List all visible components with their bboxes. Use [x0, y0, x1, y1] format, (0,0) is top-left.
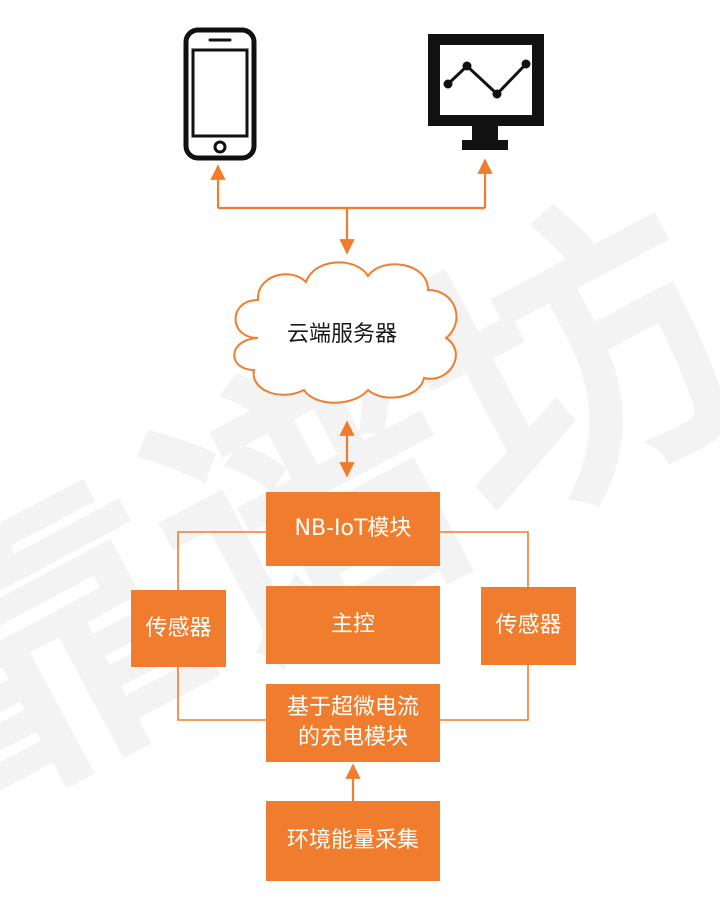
sensor-loop-connector — [177, 531, 529, 721]
main-control-label: 主控 — [330, 612, 375, 637]
cloud-icon — [233, 261, 458, 404]
energy-harvesting-label: 环境能量采集 — [286, 828, 419, 853]
charging-module-label-line2: 的充电模块 — [297, 725, 408, 750]
nb-iot-module-label: NB-IoT模块 — [294, 516, 412, 541]
charging-module-box: 基于超微电流 的充电模块 — [266, 684, 440, 762]
energy-harvesting-box: 环境能量采集 — [266, 801, 440, 881]
cloud-server-label: 云端服务器 — [286, 322, 397, 347]
sensor-left-label: 传感器 — [145, 615, 212, 641]
device-connector — [210, 158, 493, 255]
nb-iot-module-box: NB-IoT模块 — [266, 492, 440, 566]
monitor-chart-icon — [428, 34, 544, 150]
sensor-right-box: 传感器 — [481, 587, 576, 665]
smartphone-icon — [183, 27, 257, 161]
main-control-box: 主控 — [266, 586, 440, 664]
sensor-left-box: 传感器 — [131, 590, 226, 667]
charging-module-label-line1: 基于超微电流 — [286, 695, 419, 720]
sensor-right-label: 传感器 — [495, 613, 562, 638]
